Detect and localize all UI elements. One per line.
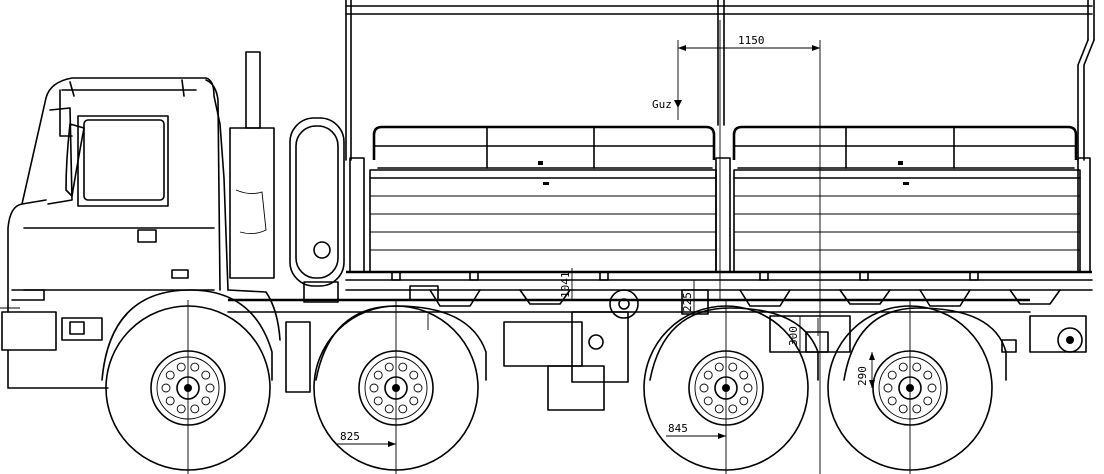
lug-hole [373, 370, 383, 380]
dimension-845-label: 845 [668, 422, 688, 435]
lug-hole [384, 404, 394, 414]
lug-hole [205, 383, 215, 393]
dimension-1041: 1041 [559, 268, 573, 300]
lug-hole [161, 383, 171, 393]
lug-hole [739, 396, 749, 406]
lug-hole [398, 404, 408, 414]
dimension-825-label: 825 [340, 430, 360, 443]
lug-hole [201, 370, 211, 380]
lug-hole [176, 404, 186, 414]
lug-hole [743, 383, 753, 393]
lug-hole [923, 396, 933, 406]
dimension-290-label: 290 [856, 366, 869, 386]
cog-label: Guz [652, 98, 672, 111]
lug-hole [887, 370, 897, 380]
lug-hole [409, 370, 419, 380]
wheels [105, 305, 993, 471]
lug-hole [201, 396, 211, 406]
lug-hole [883, 383, 893, 393]
center-lines [0, 40, 911, 474]
dimension-225-label: 225 [681, 292, 694, 312]
lug-hole [699, 383, 709, 393]
lug-hole [384, 362, 394, 372]
dimension-845: 845 [666, 422, 726, 439]
exhaust-and-spare [229, 51, 345, 303]
dimension-290: 290 [856, 352, 875, 388]
lug-hole [190, 362, 200, 372]
lug-hole [703, 396, 713, 406]
chassis [227, 285, 1087, 411]
lug-hole [927, 383, 937, 393]
lug-hole [898, 362, 908, 372]
lug-hole [398, 362, 408, 372]
cab [1, 77, 281, 389]
lug-hole [728, 404, 738, 414]
lug-hole [898, 404, 908, 414]
lug-hole [923, 370, 933, 380]
lug-hole [887, 396, 897, 406]
tarpaulin-frame [345, 0, 1095, 300]
lug-hole [165, 370, 175, 380]
lug-hole [728, 362, 738, 372]
lug-hole [373, 396, 383, 406]
lug-hole [369, 383, 379, 393]
lug-hole [714, 404, 724, 414]
dimension-825: 825 [336, 430, 396, 447]
lug-hole [912, 404, 922, 414]
dimension-225: 225 [681, 280, 695, 314]
cargo-bed [345, 125, 1093, 307]
lug-hole [714, 362, 724, 372]
lug-hole [176, 362, 186, 372]
lug-hole [165, 396, 175, 406]
cog-marker: Guz [652, 98, 682, 111]
lug-hole [190, 404, 200, 414]
lug-hole [912, 362, 922, 372]
dimension-300-label: 300 [787, 326, 800, 346]
lug-hole [739, 370, 749, 380]
dimension-1150-label: 1150 [738, 34, 765, 47]
dimension-1041-label: 1041 [559, 272, 572, 299]
lug-hole [409, 396, 419, 406]
dimension-1150: 1150 [678, 34, 820, 51]
lug-hole [703, 370, 713, 380]
dimension-300: 300 [787, 316, 801, 352]
lug-hole [413, 383, 423, 393]
